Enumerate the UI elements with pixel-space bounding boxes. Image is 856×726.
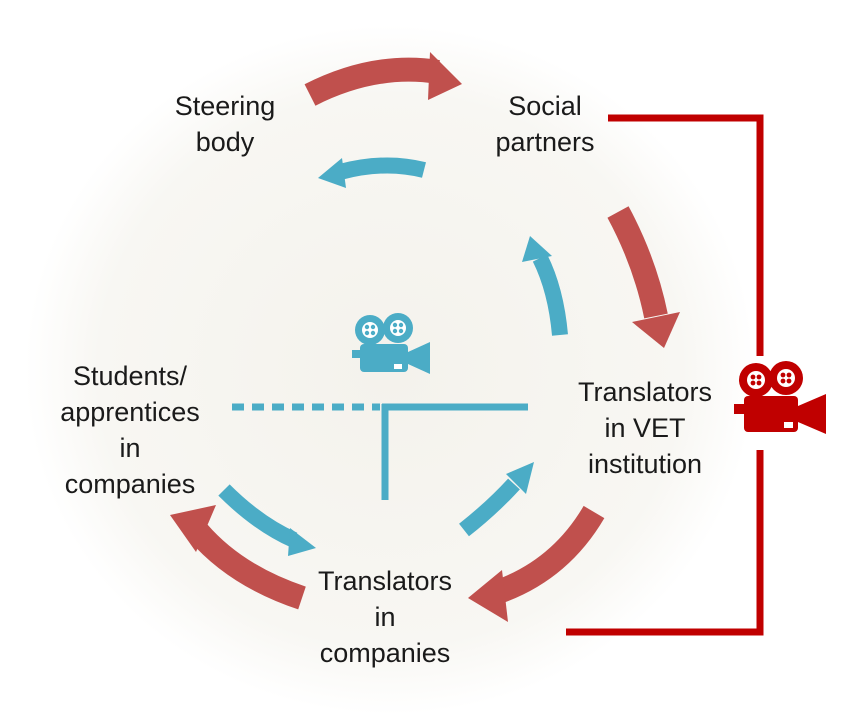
node-steering-body: Steering body bbox=[150, 88, 300, 160]
node-label-line: Students/ bbox=[72, 361, 188, 391]
node-label-line: body bbox=[195, 127, 255, 157]
red-connector-bottom bbox=[566, 450, 764, 636]
arrow-social-to-steering-head bbox=[318, 158, 346, 188]
node-label-line: companies bbox=[319, 638, 451, 668]
arrow-vet-to-companies-head bbox=[468, 570, 508, 622]
node-label-line: apprentices bbox=[60, 397, 200, 427]
arrow-social-to-steering bbox=[337, 157, 426, 180]
movie-camera-icon bbox=[734, 361, 826, 434]
arrow-companies-to-vet-head bbox=[506, 462, 534, 494]
node-students-apprentices: Students/ apprentices in companies bbox=[30, 358, 230, 502]
arrow-companies-to-vet bbox=[459, 478, 520, 537]
arrow-steering-to-social-head bbox=[428, 52, 462, 100]
node-label-line: in VET bbox=[604, 413, 686, 443]
arrow-vet-to-social-head bbox=[522, 236, 552, 262]
arrow-students-to-companies-head bbox=[288, 528, 316, 556]
node-translators-vet: Translators in VET institution bbox=[560, 374, 730, 482]
node-label-line: institution bbox=[587, 449, 703, 479]
node-translators-companies: Translators in companies bbox=[290, 563, 480, 671]
node-label-line: partners bbox=[495, 127, 595, 157]
arrow-steering-to-social bbox=[304, 57, 440, 106]
red-connector-top bbox=[608, 114, 764, 356]
arrow-companies-to-students-head bbox=[170, 505, 216, 552]
arrow-social-to-vet-head bbox=[632, 312, 680, 348]
node-label-line: in bbox=[119, 433, 141, 463]
movie-camera-icon bbox=[352, 313, 430, 374]
node-label-line: Steering bbox=[174, 91, 276, 121]
arrow-vet-to-social bbox=[532, 254, 568, 336]
node-label-line: Translators bbox=[317, 566, 453, 596]
arrow-vet-to-companies bbox=[493, 505, 605, 604]
arrow-students-to-companies bbox=[218, 484, 298, 548]
node-label-line: companies bbox=[64, 469, 196, 499]
node-label-line: Translators bbox=[577, 377, 713, 407]
arrow-companies-to-students bbox=[188, 524, 306, 610]
node-label-line: Social bbox=[508, 91, 582, 121]
arrow-social-to-vet bbox=[607, 206, 668, 319]
node-label-line: in bbox=[374, 602, 396, 632]
node-social-partners: Social partners bbox=[470, 88, 620, 160]
